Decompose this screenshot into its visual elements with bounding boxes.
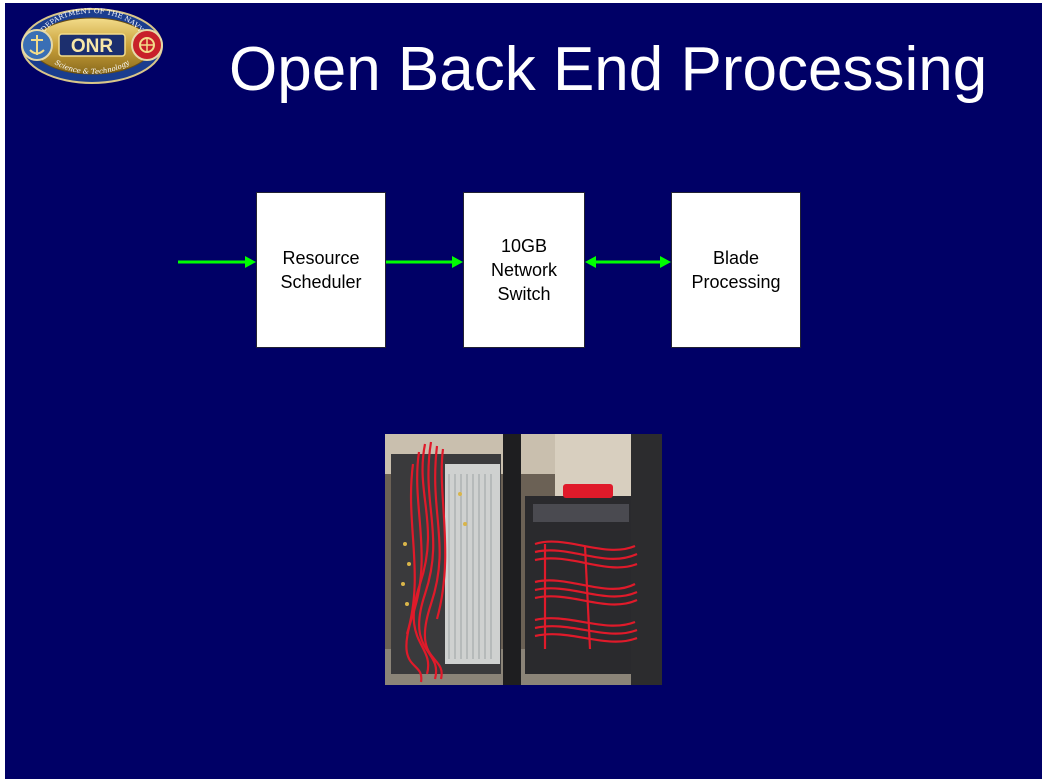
arrow-switch-blade-bidirectional	[585, 256, 671, 268]
box-label-line: Resource	[282, 248, 360, 268]
arrow-input-to-scheduler	[178, 256, 256, 268]
logo-center-text: ONR	[71, 36, 114, 57]
network-switch-box: 10GB Network Switch	[463, 192, 585, 348]
box-label-line: Blade	[712, 248, 760, 268]
onr-logo-icon: DEPARTMENT OF THE NAVY Science & Technol…	[21, 7, 163, 84]
server-rack-photo-icon	[385, 434, 662, 685]
box-label-line: Scheduler	[280, 272, 362, 292]
box-label-line: Processing	[691, 272, 781, 292]
box-label-line: Switch	[497, 284, 551, 304]
page-title: Open Back End Processing	[229, 35, 988, 104]
resource-scheduler-box: Resource Scheduler	[256, 192, 386, 348]
slide: DEPARTMENT OF THE NAVY Science & Technol…	[5, 3, 1042, 779]
box-label-line: 10GB	[500, 236, 547, 256]
blade-processing-box: Blade Processing	[671, 192, 801, 348]
arrow-scheduler-to-switch	[386, 256, 463, 268]
box-label-line: Network	[490, 260, 557, 280]
